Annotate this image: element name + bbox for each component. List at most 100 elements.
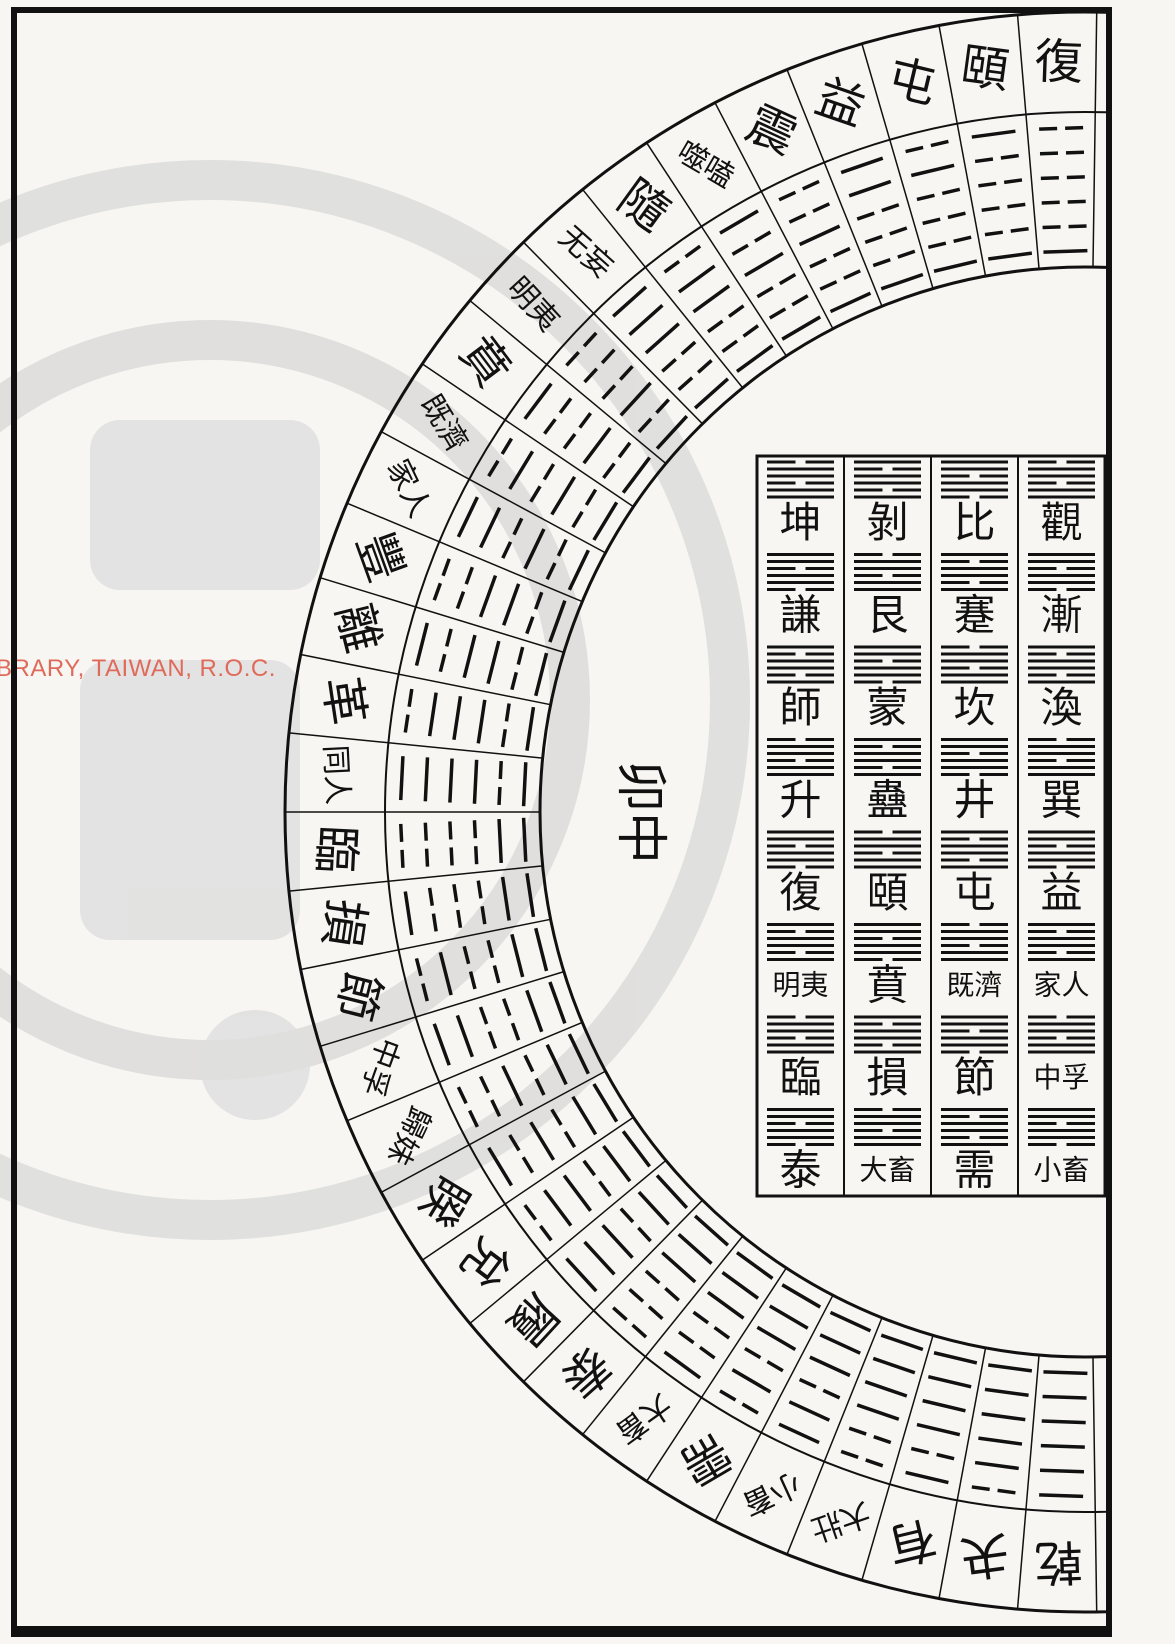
ring-hexagram-name: 臨 [307,824,365,875]
ring-hexagram-lines [401,818,526,868]
grid-hexagram-lines [854,740,921,775]
grid-hexagram-lines [941,740,1008,775]
ring-hexagram-lines [401,756,526,806]
grid-hexagram-lines [941,1017,1008,1052]
ring-hexagram-name: 大畜 [609,1386,678,1450]
ring-hexagram-lines [405,873,533,935]
grid-hexagram-lines [854,462,921,497]
ring-hexagram-name: 乾 [1034,1533,1084,1591]
grid-hexagram-lines [1028,462,1095,497]
ring-hexagram-name: 節 [325,966,391,1026]
ring-hexagram-lines [841,158,923,289]
ring-hexagram-name: 震 [738,95,805,166]
grid-hexagram-name: 家人 [1033,969,1089,1002]
ring-hexagram-name: 益 [809,69,873,138]
grid-hexagram-name: 觀 [1040,498,1082,547]
ring-hexagram-name: 大壯 [806,1495,874,1548]
grid-hexagram-lines [854,1110,921,1145]
grid-hexagram-name: 剝 [866,498,908,547]
ring-hexagram-name: 頤 [957,38,1012,100]
grid-hexagram-lines [854,647,921,682]
grid-hexagram-name: 蹇 [953,591,995,640]
grid-hexagram-lines [1028,925,1095,960]
ring-hexagram-name: 豐 [345,525,414,589]
grid-hexagram-name: 井 [953,776,995,825]
ring-hexagram-name: 泰 [549,1335,622,1409]
ring-hexagram-lines [434,982,565,1065]
ring-hexagram-name: 同人 [317,744,355,806]
ring-divider [470,301,666,464]
ring-hexagram-lines [405,689,533,751]
grid-hexagram-lines [941,647,1008,682]
grid-hexagram-lines [941,925,1008,960]
ring-divider [1093,1357,1097,1612]
ring-hexagram-name: 有 [882,1509,942,1575]
grid-hexagram-name: 漸 [1040,591,1082,640]
grid-hexagram-name: 渙 [1040,683,1082,732]
ring-hexagram-name: 歸妹 [380,1101,437,1170]
ring-hexagram-name: 兌 [448,1226,522,1298]
grid-hexagram-lines [1028,832,1095,867]
ring-hexagram-name: 革 [312,673,374,729]
grid-hexagram-lines [1028,647,1095,682]
grid-hexagram-name: 屯 [953,868,995,917]
grid-hexagram-lines [941,832,1008,867]
ring-hexagram-lines [779,181,870,311]
ring-hexagram-lines [779,1312,870,1442]
grid-hexagram-name: 損 [866,1053,908,1102]
ring-hexagram-lines [841,1335,923,1466]
grid-hexagram-name: 大畜 [859,1154,915,1187]
ring-hexagram-lines [906,1353,977,1483]
ring-hexagram-name: 明夷 [500,271,566,339]
ring-hexagram-name: 賁 [448,326,522,398]
ring-hexagram-name: 噬嗑 [671,135,740,196]
ring-hexagram-lines [434,559,565,642]
ring-hexagram-lines [525,1131,650,1240]
ring-hexagram-name: 睽 [407,1166,480,1236]
grid-hexagram-lines [1028,555,1095,590]
grid-hexagram-name: 蒙 [866,683,908,732]
grid-hexagram-name: 坎 [953,683,995,732]
grid-hexagram-name: 艮 [866,591,908,640]
ring-hexagram-name: 无妄 [552,219,620,285]
ring-hexagram-name: 小畜 [737,1465,806,1522]
grid-hexagram-name: 既濟 [946,969,1002,1002]
ring-hexagram-name: 中孚 [353,1033,406,1101]
grid-hexagram-name: 賁 [866,961,908,1010]
grid-hexagram-lines [941,462,1008,497]
grid-hexagram-lines [767,555,834,590]
grid-hexagram-lines [941,555,1008,590]
grid-hexagram-lines [767,1017,834,1052]
ring-hexagram-lines [458,1034,588,1127]
ring-divider [523,1200,702,1382]
grid-hexagram-lines [854,925,921,960]
ring-hexagram-lines [906,141,977,271]
ring-divider [1093,12,1097,267]
grid-hexagram-lines [1028,740,1095,775]
grid-hexagram-name: 泰 [779,1146,821,1195]
ring-hexagram-name: 隨 [608,169,680,243]
grid-hexagram-name: 臨 [779,1053,821,1102]
ring-hexagram-name: 夬 [957,1524,1012,1586]
ring-hexagram-lines [458,497,588,590]
grid-hexagram-name: 節 [953,1053,995,1102]
grid-hexagram-lines [854,555,921,590]
grid-hexagram-name: 蠱 [866,776,908,825]
center-label: 卯中 [610,760,670,864]
grid-hexagram-name: 需 [953,1146,995,1195]
grid-hexagram-name: 小畜 [1033,1154,1089,1187]
grid-hexagram-lines [767,647,834,682]
grid-hexagram-name: 師 [779,683,821,732]
grid-hexagram-lines [767,832,834,867]
ring-hexagram-name: 需 [671,1423,741,1496]
ring-hexagram-lines [1039,1372,1087,1496]
grid-hexagram-name: 坤 [779,498,821,547]
ring-hexagram-lines [416,623,546,696]
ring-hexagram-name: 復 [1034,34,1084,92]
grid-hexagram-name: 明夷 [772,969,828,1002]
grid-hexagram-name: 益 [1040,868,1082,917]
grid-hexagram-name: 復 [779,868,821,917]
ring-hexagram-name: 屯 [882,49,942,115]
